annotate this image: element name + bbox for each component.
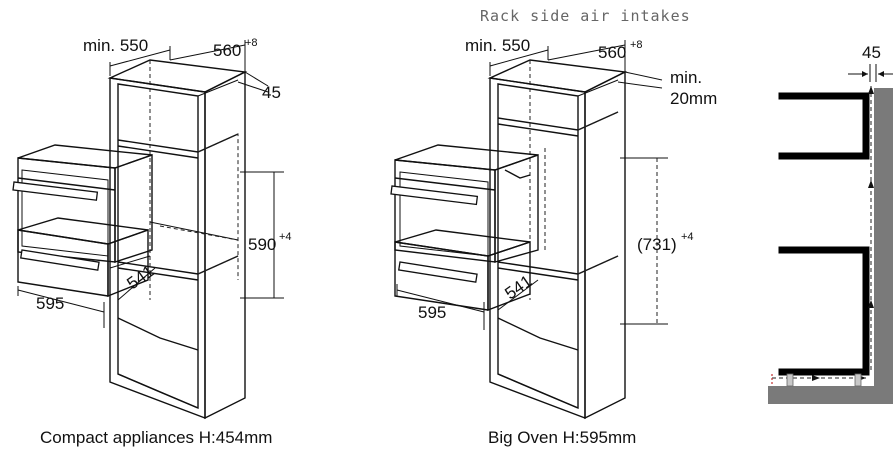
left-back-gap: 45 — [262, 83, 281, 102]
left-width: 595 — [36, 294, 64, 313]
left-cab-depth: 560 — [213, 41, 241, 60]
right-gap: 45 — [862, 43, 881, 62]
oven-handle — [390, 185, 479, 206]
middle-min-gap-line2: 20mm — [670, 89, 717, 108]
middle-cab-depth: 560 — [598, 43, 626, 62]
middle-min-depth: min. 550 — [465, 36, 530, 55]
left-dimensions: min. 550 560 +8 45 590 +4 595 541 — [17, 36, 292, 328]
floor-panel — [768, 386, 893, 404]
middle-dimensions: min. 550 560 +8 min. 20mm (731) +4 595 5… — [396, 36, 717, 330]
left-cab-depth-tol: +8 — [245, 37, 258, 49]
middle-niche-height: (731) — [637, 235, 677, 254]
foot-right — [854, 373, 862, 387]
middle-min-gap-line1: min. — [670, 68, 702, 87]
left-min-depth: min. 550 — [83, 36, 148, 55]
rack-air-intakes-note: Rack side air intakes — [480, 7, 691, 25]
left-niche-height: 590 — [248, 235, 276, 254]
middle-cabinet — [487, 59, 628, 420]
foot-left — [786, 373, 794, 387]
middle-cab-depth-tol: +8 — [630, 39, 643, 51]
left-cabinet — [107, 59, 248, 420]
left-niche-height-tol: +4 — [279, 231, 292, 243]
left-caption: Compact appliances H:454mm — [40, 428, 272, 447]
middle-oven — [390, 144, 539, 312]
left-oven — [12, 144, 153, 298]
drawer-handle — [20, 249, 100, 271]
middle-width: 595 — [418, 303, 446, 322]
middle-caption: Big Oven H:595mm — [488, 428, 636, 447]
oven-handle — [12, 181, 99, 201]
drawer-handle — [398, 261, 478, 283]
middle-niche-height-tol: +4 — [681, 231, 694, 243]
airflow-detail: 45 — [768, 43, 893, 404]
wall-panel — [874, 88, 893, 394]
